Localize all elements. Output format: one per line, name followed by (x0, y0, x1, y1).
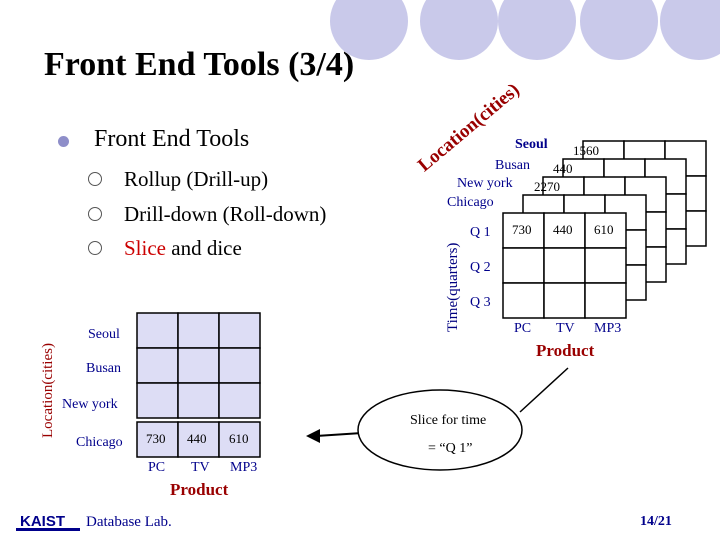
callout-line-2: = “Q 1” (428, 441, 473, 456)
slice-cell (177, 421, 220, 458)
cube-front-cell (584, 247, 627, 284)
cube-front-value: 610 (594, 222, 614, 237)
kaist-logo-icon: KAIST (16, 513, 80, 531)
slice-product-axis-label: Product (170, 480, 229, 499)
slice-city-label: Chicago (76, 435, 123, 450)
sub-bullet-drilldown: Drill-down (Roll-down) (88, 202, 326, 227)
cube-product-axis-label: Product (536, 341, 595, 360)
slice-cell (177, 347, 220, 384)
sub-bullet-text: Rollup (Drill-up) (124, 167, 269, 191)
slice-product-label: TV (191, 460, 210, 475)
cube-city-label: Chicago (447, 195, 494, 210)
slice-cell (136, 312, 179, 349)
slice-city-label: Seoul (88, 327, 120, 342)
cube-top-value: 440 (553, 161, 573, 176)
cube-time-axis-label: Time(quarters) (445, 242, 461, 332)
cube-city-label: New york (457, 176, 513, 191)
cube-quarter-label: Q 3 (470, 295, 491, 310)
decor-circle (580, 0, 658, 60)
slide-title: Front End Tools (3/4) (44, 46, 355, 83)
slice-grid (136, 312, 261, 458)
cube-product-label: PC (514, 321, 532, 336)
slice-cell (218, 382, 261, 419)
slice-cell (136, 347, 179, 384)
slice-location-axis-label: Location(cities) (40, 343, 56, 438)
cube-top-value: 2270 (534, 179, 560, 194)
cube-quarter-label: Q 2 (470, 260, 491, 275)
cube-front-value: 730 (512, 222, 532, 237)
cube-front-cell (584, 212, 627, 249)
decor-circle (498, 0, 576, 60)
cube-quarter-label: Q 1 (470, 225, 491, 240)
decor-circle (420, 0, 498, 60)
cube-front-cell (502, 282, 545, 319)
slice-product-label: MP3 (230, 460, 258, 475)
sub-bullet-text: Drill-down (Roll-down) (124, 202, 327, 226)
slice-cell (218, 347, 261, 384)
cube-front-cell (584, 282, 627, 319)
callout-line-1: Slice for time (410, 413, 487, 428)
cube-top-value: 1560 (573, 143, 599, 158)
cube-front-cell (543, 282, 586, 319)
sub-bullet-slice: Slice and dice (88, 236, 242, 261)
slice-city-label: Busan (86, 361, 121, 376)
ring-bullet-icon (88, 172, 102, 186)
cube-front-cell (543, 212, 586, 249)
footer-lab: Database Lab. (86, 514, 172, 530)
cube-product-label: MP3 (594, 321, 622, 336)
cube-city-label: Busan (495, 158, 530, 173)
cube-front-cell (543, 247, 586, 284)
cube-city-label: Seoul (515, 137, 548, 152)
main-bullet: Front End Tools (94, 126, 250, 152)
slice-arrow (519, 367, 569, 413)
slice-arrow-shaft (315, 432, 363, 437)
slice-cell (218, 421, 261, 458)
cube-front-value: 440 (553, 222, 573, 237)
ring-bullet-icon (88, 241, 102, 255)
arrow-head-icon (306, 429, 320, 443)
slice-cell (136, 421, 179, 458)
slice-cell (177, 312, 220, 349)
sub-bullet-slice-word: Slice (124, 236, 166, 260)
page-number: 14/21 (640, 514, 672, 529)
sub-bullet-rollup: Rollup (Drill-up) (88, 167, 268, 192)
slice-cell (218, 312, 261, 349)
cube-grid (502, 140, 707, 319)
decor-circle (330, 0, 408, 60)
slice-cell (136, 382, 179, 419)
slice-value: 610 (229, 431, 249, 446)
sub-bullet-text: and dice (166, 236, 242, 260)
slice-cell (177, 382, 220, 419)
slice-city-label: New york (62, 397, 118, 412)
slice-product-label: PC (148, 460, 166, 475)
cube-front-cell (502, 247, 545, 284)
slice-value: 440 (187, 431, 207, 446)
slice-value: 730 (146, 431, 166, 446)
cube-product-label: TV (556, 321, 575, 336)
logo-text: KAIST (20, 513, 65, 530)
callout-ellipse (357, 389, 523, 471)
ring-bullet-icon (88, 207, 102, 221)
bullet-dot-icon (58, 136, 69, 147)
